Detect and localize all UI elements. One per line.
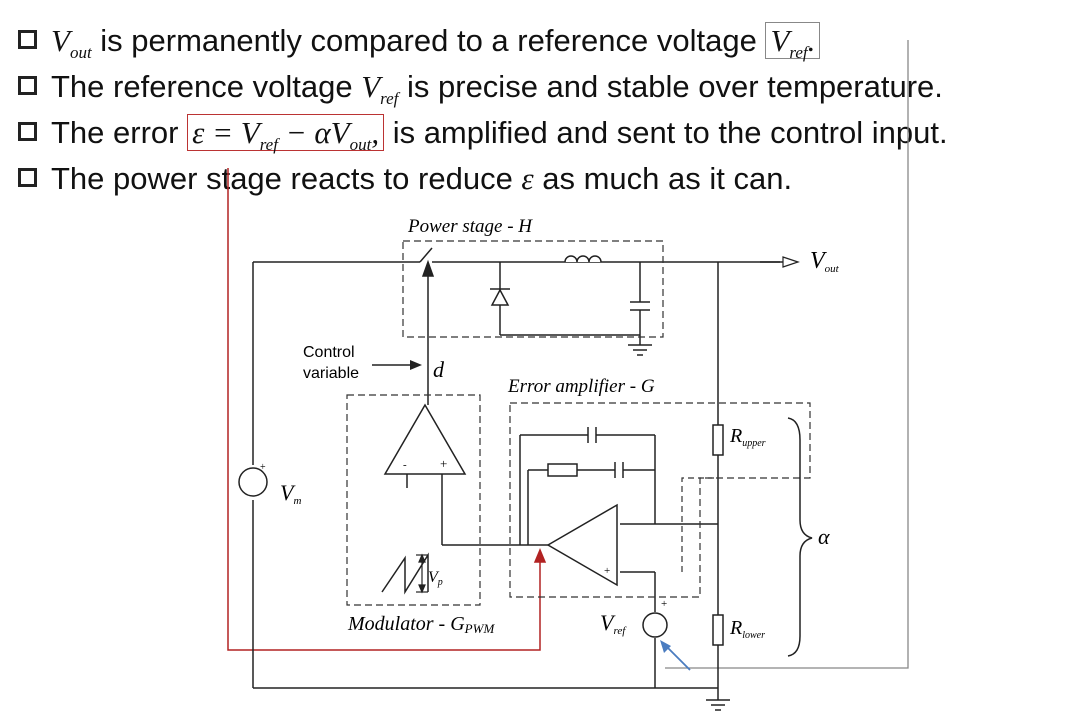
control-arrow (372, 360, 422, 370)
bullet-2: The reference voltage Vref is precise an… (18, 64, 1080, 110)
bottom-ground-icon (706, 699, 730, 711)
r-upper-label: Rupper (729, 425, 766, 449)
ground-icon (628, 344, 652, 356)
blue-pointer-arrow (660, 640, 691, 671)
comparator-icon (383, 403, 467, 475)
divider-tap-wire (681, 477, 718, 572)
modulator-box (346, 394, 481, 606)
vref-symbol: Vref (361, 69, 399, 109)
bullet-1: Vout is permanently compared to a refere… (18, 18, 1080, 64)
checkbox-bullet-icon (18, 122, 37, 142)
vp-amplitude-marker (416, 553, 428, 594)
checkbox-bullet-icon (18, 30, 37, 50)
switch-icon (405, 247, 435, 277)
vref-symbol-boxed: Vref. (765, 22, 821, 62)
circuit-wires (252, 261, 780, 700)
output-capacitor-icon (630, 301, 650, 311)
bullet-text: is amplified and sent to the control inp… (384, 115, 948, 150)
outer-loop-wire (665, 40, 909, 669)
series-capacitor-icon (614, 462, 624, 478)
alpha-label: α (818, 524, 830, 549)
error-amp-label: Error amplifier - G (507, 376, 655, 397)
feedback-resistor-icon (547, 463, 578, 477)
power-stage-label: Power stage - H (407, 216, 533, 237)
vp-label: Vp (428, 569, 443, 588)
vm-plus-sign: + (260, 462, 266, 473)
bullet-text: is permanently compared to a reference v… (91, 23, 766, 58)
diode-icon (490, 288, 510, 306)
error-amp-plus-sign: + (604, 565, 610, 577)
checkbox-bullet-icon (18, 76, 37, 96)
checkbox-bullet-icon (18, 168, 37, 188)
bullet-text: The power stage reacts to reduce (51, 161, 522, 196)
comparator-minus-sign: - (403, 459, 407, 471)
r-upper-icon (712, 424, 724, 456)
error-amp-icon (546, 503, 618, 587)
vout-symbol: Vout (51, 23, 92, 63)
vout-label: Vout (810, 248, 840, 275)
bullet-list: Vout is permanently compared to a refere… (18, 18, 1080, 202)
error-equation: ε = Vref − αVout, (187, 114, 385, 154)
r-lower-label: Rlower (729, 617, 765, 641)
bullet-3: The error ε = Vref − αVout, is amplified… (18, 110, 1080, 156)
bullet-text: as much as it can. (533, 161, 793, 196)
vref-source-icon (642, 612, 668, 638)
inductor-icon (564, 255, 602, 263)
epsilon-symbol: ε (521, 161, 534, 196)
control-label-line2: variable (303, 365, 359, 382)
power-stage-box (402, 240, 664, 338)
comparator-plus-sign: + (440, 456, 447, 471)
error-amp-box (509, 402, 811, 598)
r-lower-icon (712, 614, 724, 646)
duty-cycle-label: d (433, 357, 445, 382)
vout-arrow (760, 256, 800, 268)
sawtooth-icon (381, 552, 429, 595)
vref-plus-sign: + (661, 598, 667, 610)
bullet-text: The error (51, 115, 188, 150)
feedback-capacitor-icon (587, 427, 597, 443)
control-label-line1: Control (303, 344, 355, 361)
bullet-text: is precise and stable over temperature. (398, 69, 943, 104)
vm-label: Vm (280, 480, 301, 507)
alpha-brace (787, 417, 813, 657)
vm-source-icon (238, 467, 268, 497)
bullet-4: The power stage reacts to reduce ε as mu… (18, 156, 1080, 202)
bullet-text: The reference voltage (51, 69, 362, 104)
error-feedback-trace (227, 168, 547, 651)
vref-label: Vref (600, 610, 627, 637)
modulator-label: Modulator - GPWM (347, 613, 495, 636)
